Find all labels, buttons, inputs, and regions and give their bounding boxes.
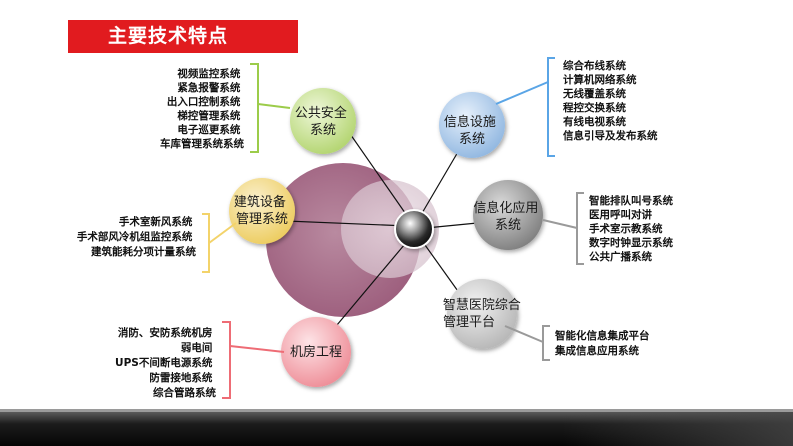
machine-room-pointer [229, 345, 285, 353]
info-facility-bracket [547, 57, 555, 157]
smart-hospital-bracket [542, 325, 550, 361]
info-application-bracket [576, 192, 584, 265]
info-facility-label: 信息设施 系统 [444, 114, 500, 147]
smart-hospital-list: 智能化信息集成平台 集成信息应用系统 [554, 329, 653, 357]
footer-band [0, 409, 793, 446]
building-equipment-label: 建筑设备 管理系统 [234, 194, 290, 227]
public-safety-list: 视频监控系统 紧急报警系统 出入口控制系统 梯控管理系统 电子巡更系统 车库管理… [160, 67, 244, 150]
machine-room-label: 机房工程 [290, 344, 342, 360]
smart-hospital-circle [447, 279, 517, 349]
info-application-list: 智能排队叫号系统 医用呼叫对讲 手术室示教系统 数字时钟显示系统 公共广播系统 [588, 194, 677, 263]
info-application-pointer [542, 219, 578, 229]
info-application-label: 信息化应用 系统 [473, 200, 542, 233]
building-equipment-circle [229, 178, 295, 244]
info-facility-list: 综合布线系统 计算机网络系统 无线覆盖系统 程控交换系统 有线电视系统 信息引导… [562, 59, 658, 142]
public-safety-circle [290, 88, 356, 154]
page-title: 主要技术特点 [68, 20, 298, 53]
building-equipment-list: 手术室新风系统 手术部风冷机组监控系统 建筑能耗分项计量系统 [77, 215, 197, 258]
info-facility-circle [439, 92, 505, 158]
machine-room-list: 消防、安防系统机房 弱电间 UPS不间断电源系统 防雷接地系统 综合管路系统 [115, 326, 216, 399]
smart-hospital-label: 智慧医院综合 管理平台 [443, 297, 525, 330]
info-facility-pointer [495, 81, 549, 105]
public-safety-pointer [257, 103, 291, 109]
smart-hospital-pointer [504, 325, 544, 343]
public-safety-label: 公共安全 系统 [295, 105, 351, 138]
central-hub [394, 209, 434, 249]
central-mid-circle [341, 180, 439, 278]
machine-room-bracket [222, 321, 231, 399]
machine-room-circle [281, 317, 351, 387]
info-application-circle [473, 180, 543, 250]
building-equipment-pointer [208, 222, 237, 244]
building-equipment-bracket [202, 213, 210, 273]
public-safety-bracket [250, 63, 259, 153]
